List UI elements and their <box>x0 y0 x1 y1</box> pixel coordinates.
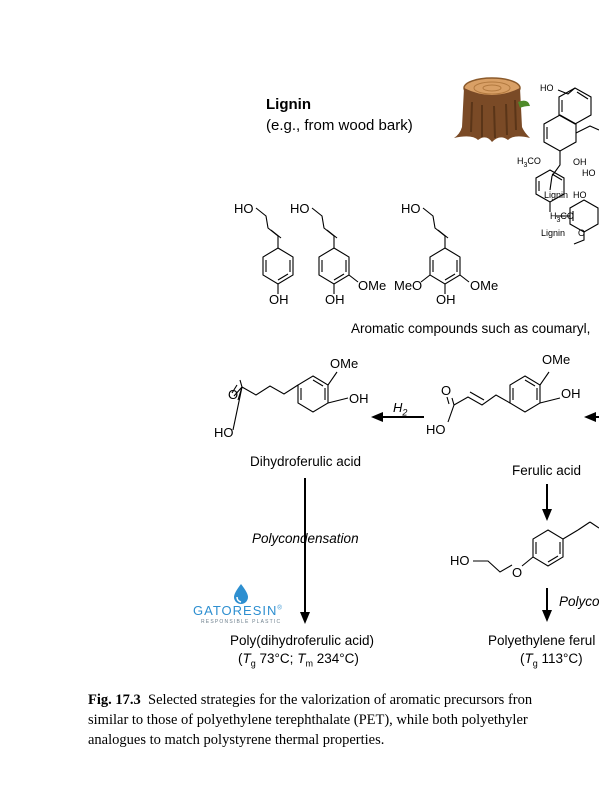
pdf-tg-sub: g <box>250 658 256 669</box>
coumaryl-alcohol-structure <box>255 207 294 294</box>
dihydroferulic-acid-structure <box>231 371 349 431</box>
dihydroferulic-ho: HO <box>214 425 234 440</box>
monomer-ho: HO <box>450 553 470 568</box>
pdf-tm-val: 234°C) <box>312 651 359 666</box>
ferulic-name: Ferulic acid <box>512 463 582 478</box>
gatoresin-tagline: RESPONSIBLE PLASTIC <box>201 619 282 625</box>
poly-dihydroferulic-name: Poly(dihydroferulic acid) <box>230 633 375 648</box>
pdf-tm-sub: m <box>305 658 313 669</box>
sinapyl-oh: OH <box>436 292 456 307</box>
gatoresin-brand-text: GATORESIN <box>193 603 278 618</box>
coumaryl-oh: OH <box>269 292 289 307</box>
coniferyl-ho: HO <box>290 201 310 216</box>
monomer-o: O <box>512 565 523 580</box>
dihydroferulic-ome: OMe <box>330 356 359 371</box>
caption-figure-number: Fig. 17.3 <box>88 692 141 708</box>
droplet-icon <box>234 584 248 604</box>
pef-open: ( <box>520 651 525 666</box>
coumaryl-ho: HO <box>234 201 254 216</box>
h2-reagent: H2 <box>393 400 407 418</box>
lignin-subtitle: (e.g., from wood bark) <box>266 117 413 134</box>
pdf-open: ( <box>238 651 243 666</box>
caption-line-2: similar to those of polyethylene terepht… <box>88 712 528 728</box>
sinapyl-ome: OMe <box>470 278 499 293</box>
ferulic-acid-structure <box>446 371 561 423</box>
poly-dihydroferulic-props: (Tg 73°C; Tm 234°C) <box>238 651 359 669</box>
lignin-label-1: Lignin <box>544 190 569 200</box>
coniferyl-ome: OMe <box>358 278 387 293</box>
pef-tg-sub: g <box>532 658 538 669</box>
coniferyl-oh: OH <box>325 292 345 307</box>
pef-tg-t: T <box>524 651 533 666</box>
lignin-label-2: Lignin <box>541 228 566 238</box>
polycondensation-label: Polycondensation <box>252 531 359 546</box>
coniferyl-alcohol-structure <box>311 207 359 294</box>
sinapyl-ho: HO <box>401 201 421 216</box>
lignin-h3co-2-sub: 3 <box>556 216 561 224</box>
dihydroferulic-name: Dihydroferulic acid <box>250 454 362 469</box>
caption-line-1-text: Selected strategies for the valorization… <box>148 692 533 708</box>
caption-line-3: analogues to match polystyrene thermal p… <box>88 732 385 748</box>
ferulic-o: O <box>441 383 452 398</box>
poly-ethylene-ferulate-name: Polyethylene ferul <box>488 633 596 648</box>
dihydroferulic-oh: OH <box>349 391 369 406</box>
ferulic-ome: OMe <box>542 352 571 367</box>
reaction-scheme <box>231 87 599 624</box>
sinapyl-meo: MeO <box>394 278 423 293</box>
pdf-tg-val: 73°C; <box>255 651 298 666</box>
hydroxyethyl-monomer-structure <box>473 521 599 573</box>
sinapyl-alcohol-structure <box>420 207 470 294</box>
lignin-title: Lignin <box>266 96 311 113</box>
lignin-ho-right: HO <box>582 168 596 178</box>
lignin-h3co-1: H3CO <box>517 156 541 169</box>
lignin-h3co-2: H3CO <box>550 211 574 224</box>
lignin-h3co-1-h: H <box>517 156 524 166</box>
gatoresin-tm: ® <box>277 605 283 612</box>
h2-sub: 2 <box>402 407 408 418</box>
aromatic-compounds-caption: Aromatic compounds such as coumaryl, <box>351 321 591 336</box>
dihydroferulic-o: O <box>228 387 239 402</box>
pdf-tm-t: T <box>297 651 306 666</box>
poly-ethylene-ferulate-props: (Tg 113°C) <box>520 651 583 669</box>
gatoresin-logo: GATORESIN® RESPONSIBLE PLASTIC <box>193 583 297 629</box>
lignin-ho-top: HO <box>540 83 554 93</box>
lignin-h3co-1-co: CO <box>527 156 541 166</box>
pef-tg-val: 113°C) <box>537 651 583 666</box>
lignin-o-label: O <box>578 228 586 238</box>
polycondensation-partial-label: Polyco <box>559 594 599 609</box>
caption-line-1: Fig. 17.3 Selected strategies for the va… <box>88 690 599 710</box>
h2-main: H <box>393 400 403 415</box>
lignin-h3co-2-co: CO <box>560 211 574 221</box>
lignin-h3co-1-sub: 3 <box>523 161 528 169</box>
gatoresin-brand: GATORESIN® <box>193 603 283 618</box>
ferulic-ho: HO <box>426 422 446 437</box>
tree-stump-icon <box>454 77 530 142</box>
lignin-h3co-2-h: H <box>550 211 557 221</box>
lignin-ho-mid: HO <box>573 190 587 200</box>
lignin-polymer-structure <box>535 87 599 245</box>
pdf-tg-t: T <box>242 651 251 666</box>
figure-caption: Fig. 17.3 Selected strategies for the va… <box>88 690 599 750</box>
ferulic-oh: OH <box>561 386 581 401</box>
lignin-oh: OH <box>573 157 587 167</box>
